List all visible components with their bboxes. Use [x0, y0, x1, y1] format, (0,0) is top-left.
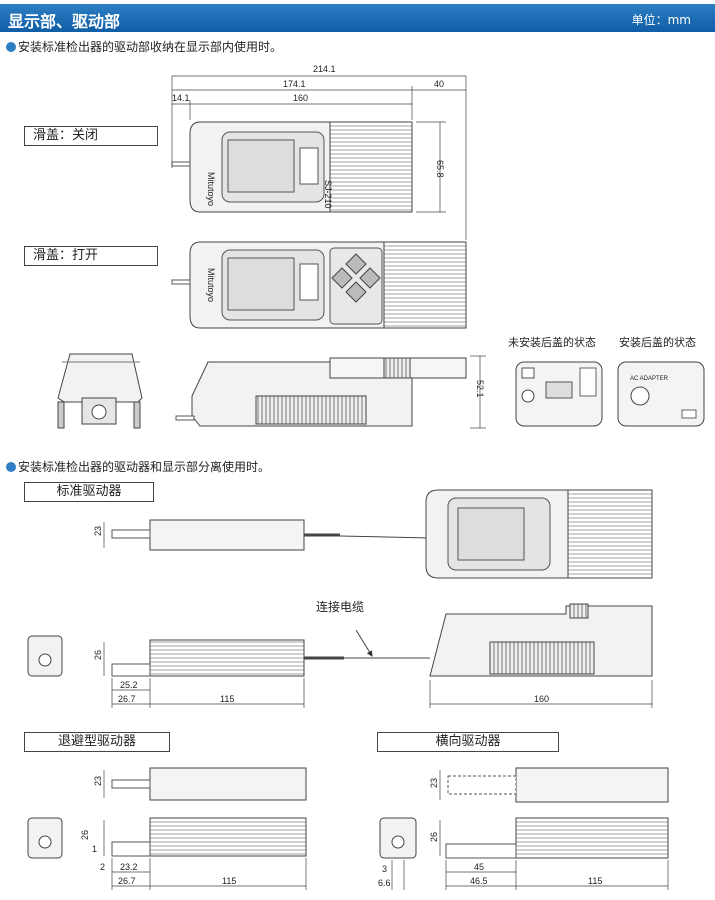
dim-214: 214.1	[313, 64, 336, 74]
label-no-rear-cover: 未安装后盖的状态	[508, 336, 596, 349]
note-separated: 安装标准检出器的驱动器和显示部分离使用时。	[6, 458, 270, 475]
std-dims	[103, 522, 653, 708]
standard-drive-top	[111, 519, 431, 551]
label-retract-drive: 退避型驱动器	[24, 732, 170, 752]
note-separated-text: 安装标准检出器的驱动器和显示部分离使用时。	[18, 460, 271, 474]
front-view	[57, 353, 143, 429]
display-unit-remote	[425, 489, 653, 579]
dim-ret-2: 2	[100, 862, 105, 872]
dim-std-160: 160	[534, 694, 549, 704]
dim-std-26-7: 26.7	[118, 694, 136, 704]
dim-40: 40	[434, 79, 444, 89]
dim-std-23: 23	[93, 526, 103, 536]
note-integrated-text: 安装标准检出器的驱动部收纳在显示部内使用时。	[18, 40, 283, 54]
std-front	[27, 635, 63, 677]
bullet-icon	[6, 462, 16, 472]
dim-std-115: 115	[220, 694, 234, 704]
dim-std-25: 25.2	[120, 680, 138, 690]
section-header: 显示部、驱动部 单位：mm	[0, 4, 715, 32]
display-unit-open: Mitutoyo	[171, 241, 467, 329]
dim-tr-46-5: 46.5	[470, 876, 488, 886]
ac-adapter-label: AC ADAPTER	[630, 376, 669, 382]
standard-drive-side	[111, 603, 653, 677]
note-integrated: 安装标准检出器的驱动部收纳在显示部内使用时。	[6, 38, 282, 55]
top-dimensions	[171, 75, 486, 429]
tr-dims	[391, 770, 669, 890]
brand-label: Mitutoyo	[206, 172, 216, 206]
dim-tr-23: 23	[429, 778, 439, 788]
side-view	[175, 357, 467, 427]
dim-ret-23-2: 23.2	[120, 862, 138, 872]
dim-ret-23: 23	[93, 776, 103, 786]
unit-label: 单位：mm	[631, 13, 691, 27]
rear-view-no-cover	[515, 361, 603, 427]
dim-ret-26-7: 26.7	[118, 876, 136, 886]
label-standard-drive: 标准驱动器	[24, 482, 154, 502]
dim-tr-6-6: 6.6	[378, 878, 391, 888]
transverse-drive	[379, 767, 669, 859]
dim-tr-3: 3	[382, 864, 387, 874]
dim-tr-115: 115	[588, 876, 602, 886]
section-title: 显示部、驱动部	[8, 12, 121, 31]
display-unit-closed: Mitutoyo SJ-210	[171, 121, 413, 213]
label-slide-closed: 滑盖：关闭	[24, 126, 158, 146]
label-rear-cover: 安装后盖的状态	[619, 336, 696, 349]
dim-ret-1: 1	[92, 844, 97, 854]
label-slide-open: 滑盖：打开	[24, 246, 158, 266]
label-transverse-drive: 横向驱动器	[377, 732, 559, 752]
dim-14: 14.1	[172, 93, 190, 103]
dim-ret-115: 115	[222, 876, 236, 886]
dim-ret-26: 26	[80, 830, 90, 840]
dim-174: 174.1	[283, 79, 306, 89]
bullet-icon	[6, 42, 16, 52]
model-label: SJ-210	[323, 180, 333, 209]
dim-52: 52.1	[475, 380, 485, 398]
label-cable: 连接电缆	[316, 600, 365, 614]
dim-65: 65.8	[435, 160, 445, 178]
dim-160: 160	[293, 93, 308, 103]
dim-std-26: 26	[93, 650, 103, 660]
ret-dims	[103, 770, 307, 890]
retract-drive	[27, 767, 307, 859]
brand-label: Mitutoyo	[206, 268, 216, 302]
rear-view-with-cover: AC ADAPTER	[617, 361, 705, 427]
dim-tr-26: 26	[429, 832, 439, 842]
dim-tr-45: 45	[474, 862, 484, 872]
